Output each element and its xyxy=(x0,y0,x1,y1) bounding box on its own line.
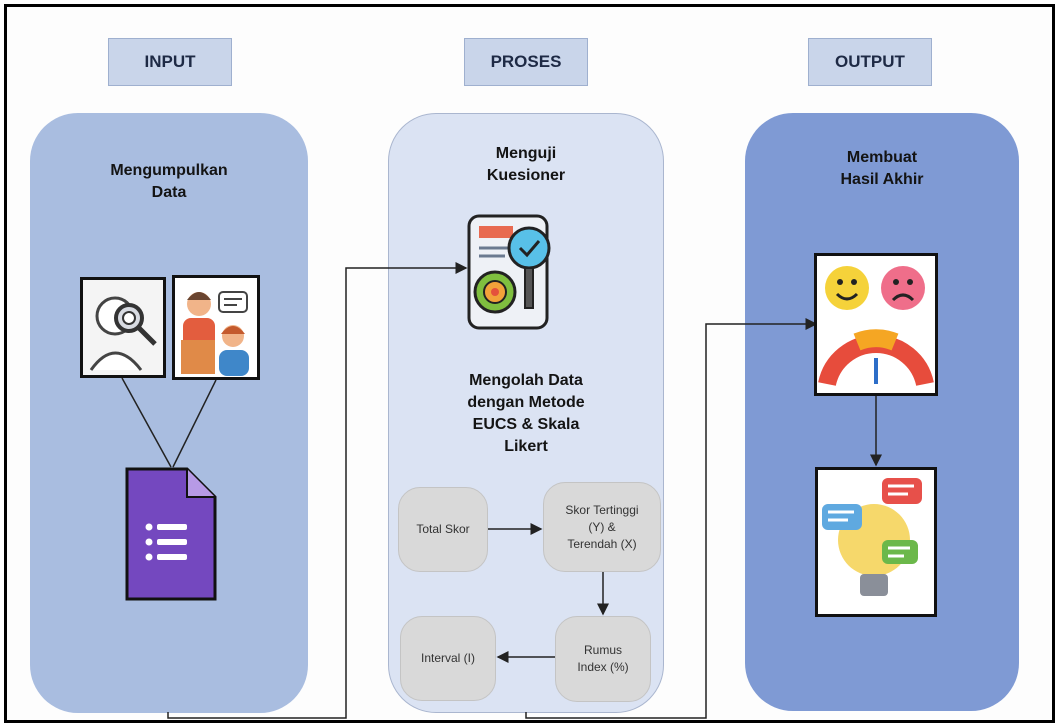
proses-subtitle-line-4: Likert xyxy=(504,438,548,455)
proses-subtitle-line-3: EUCS & Skala xyxy=(472,416,580,433)
search-person-icon xyxy=(80,277,166,378)
proses-subtitle-line-1: Mengolah Data xyxy=(469,372,583,389)
output-title: Membuat Hasil Akhir xyxy=(745,147,1019,191)
proses-title-line-1: Menguji xyxy=(495,145,557,162)
proses-column xyxy=(388,113,664,713)
node-rumus-line-2: Index (%) xyxy=(577,660,629,674)
proses-subtitle-line-2: dengan Metode xyxy=(467,394,585,411)
node-skor-line-3: Terendah (X) xyxy=(567,536,637,551)
header-input: INPUT xyxy=(108,38,232,86)
input-title-line-1: Mengumpulkan xyxy=(110,162,228,179)
line-proses-to-output xyxy=(525,318,818,719)
interview-icon xyxy=(172,275,260,380)
proses-title-line-2: Kuesioner xyxy=(486,167,566,184)
node-interval: Interval (I) xyxy=(400,616,496,701)
output-title-line-1: Membuat xyxy=(846,149,918,166)
node-rumus-index: Rumus Index (%) xyxy=(555,616,651,702)
proses-title: Menguji Kuesioner xyxy=(388,143,664,187)
node-rumus-line-1: Rumus xyxy=(583,643,622,657)
output-title-line-2: Hasil Akhir xyxy=(840,171,924,188)
node-skor-tertinggi-terendah: Skor Tertinggi (Y) & Terendah (X) xyxy=(543,482,661,572)
line-input-to-proses xyxy=(167,262,468,719)
node-interval-label: Interval (I) xyxy=(420,651,475,665)
line-interview-to-form xyxy=(172,379,217,468)
input-title-line-2: Data xyxy=(151,184,187,201)
header-proses: PROSES xyxy=(464,38,588,86)
analysis-gear-icon xyxy=(465,210,560,336)
node-total-skor-label: Total Skor xyxy=(416,522,470,536)
lightbulb-chat-icon xyxy=(815,467,937,617)
input-column xyxy=(30,113,308,713)
emoji-gauge-icon xyxy=(814,253,938,396)
node-total-skor: Total Skor xyxy=(398,487,488,572)
google-form-icon xyxy=(125,467,218,601)
line-search-to-form xyxy=(121,377,172,468)
input-title: Mengumpulkan Data xyxy=(30,160,308,204)
proses-subtitle: Mengolah Data dengan Metode EUCS & Skala… xyxy=(388,370,664,458)
node-skor-line-1: Skor Tertinggi xyxy=(565,502,639,517)
header-output: OUTPUT xyxy=(808,38,932,86)
node-skor-line-2: (Y) & xyxy=(588,519,616,534)
